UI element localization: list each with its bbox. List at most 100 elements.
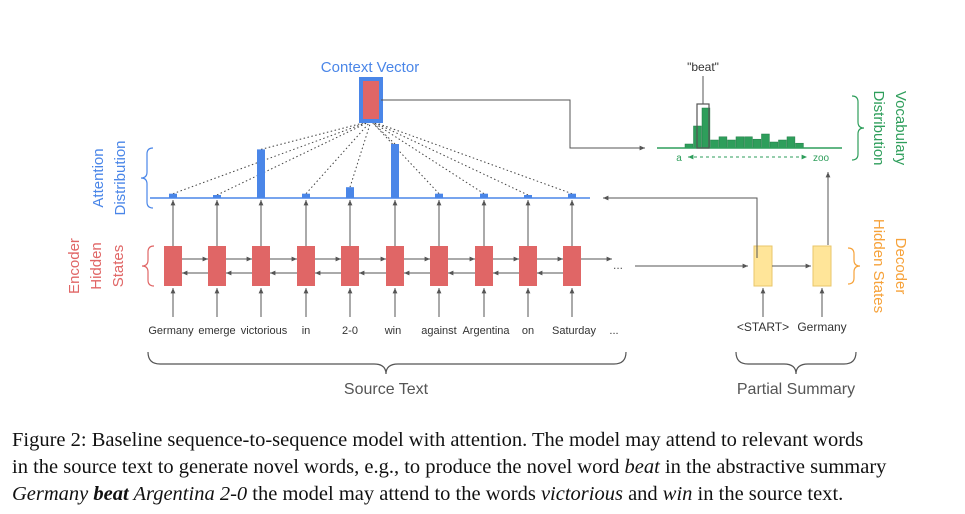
vocab-bar [752,138,762,149]
encoder-cells [164,246,581,286]
caption-germany: Germany [12,483,94,505]
caption-victorious: victorious [540,483,623,505]
summary-word: <START> [737,320,789,334]
context-vector-label: Context Vector [321,59,419,76]
attention-dotted-line [370,120,396,145]
encoder-cell [208,246,226,286]
source-words: Germany emerge victorious in 2-0 win against Ar… [148,325,618,337]
source-word: emerge [198,325,235,337]
caption-text: in the abstractive summary [659,456,887,478]
attention-dotted-lines [172,120,573,196]
attention-bar [524,195,532,198]
caption-argentina: Argentina 2-0 [128,483,248,505]
figure-caption: Figure 2: Baseline sequence-to-sequence … [12,427,962,508]
vocab-bar [744,136,753,149]
encoder-cell [386,246,404,286]
encoder-cell [297,246,315,286]
attention-bar [435,193,443,198]
attention-bar [480,193,488,198]
attention-dotted-line [370,120,573,195]
attention-brace [140,147,154,209]
source-word: Germany [148,325,194,337]
attention-dotted-line [305,120,372,195]
vocab-brace [851,95,865,161]
decoder-group: <START> Germany [737,245,847,334]
attention-bar [568,193,576,198]
source-text-label: Source Text [344,381,429,398]
encoder-ellipsis: ... [613,258,623,272]
encoder-cell [475,246,493,286]
encoder-cell [563,246,581,286]
attention-dotted-line [349,120,372,188]
caption-text: the model may attend to the words [247,483,541,505]
partial-summary-brace [735,351,857,375]
source-word: Saturday [552,325,597,337]
caption-text: and [622,483,663,505]
attention-label-1: Attention [90,148,107,207]
source-word: against [421,325,456,337]
vocab-bar [761,133,770,149]
attention-dotted-line [216,120,372,196]
vocab-bar [710,139,719,149]
caption-beat: beat [624,456,660,478]
attention-dotted-line [260,120,372,150]
context-vector-cell [359,77,383,123]
vocab-bar [786,136,796,149]
decoder-cell [812,245,832,287]
encoder-label-3: States [110,245,127,288]
decoder-brace [847,247,861,285]
vocab-bar [778,139,787,149]
encoder-cell [519,246,537,286]
decoder-to-attention-arrow [603,195,758,258]
attention-bar [169,193,177,198]
caption-line-2: in the source text to generate novel wor… [12,454,962,481]
vocab-bar [718,136,728,149]
caption-text: in the source text to generate novel wor… [12,456,625,478]
context-to-vocab-arrow [381,99,645,151]
source-word: 2-0 [342,325,358,337]
vocab-bar [727,139,736,149]
encoder-arrows [170,200,612,317]
encoder-cell [341,246,359,286]
attention-bar [391,144,399,198]
vocab-dist-label-1: Vocabulary [892,91,909,166]
attention-bar [257,149,265,198]
vocab-bar [769,141,779,149]
caption-win: win [662,483,693,505]
source-word: win [384,325,402,337]
encoder-label-2: Hidden [88,242,105,290]
attention-bars [169,144,576,198]
caption-line-3: Germany beat Argentina 2-0 the model may… [12,481,962,508]
caption-line-1: Figure 2: Baseline sequence-to-sequence … [12,429,864,451]
attention-dotted-line [172,120,372,195]
source-word: Argentina [462,325,510,337]
attention-dotted-line [370,120,529,196]
partial-summary-label: Partial Summary [737,381,855,398]
seq2seq-attention-diagram: Germany emerge victorious in 2-0 win against Ar… [66,59,909,398]
vocab-bar [735,136,745,149]
attention-bar [346,187,354,198]
attention-bar [302,193,310,198]
attention-dotted-line [370,120,485,195]
beat-label: "beat" [687,60,719,74]
vocab-dist-label-2: Distribution [870,90,887,165]
decoder-label-1: Decoder [892,238,909,295]
encoder-cell [430,246,448,286]
vocab-start-label: a [676,153,682,164]
encoder-cell [164,246,182,286]
source-word: ... [609,325,618,337]
caption-beat-bold: beat [93,483,129,505]
source-word: victorious [241,325,288,337]
encoder-brace [141,245,155,287]
vocab-end-label: zoo [813,153,830,164]
source-text-brace [147,351,627,375]
encoder-label-1: Encoder [66,238,83,294]
vocab-bars [684,107,804,149]
attention-bar [213,195,221,198]
attention-label-2: Distribution [112,140,129,215]
decoder-label-2: Hidden States [870,219,887,313]
encoder-cell [252,246,270,286]
summary-word: Germany [797,320,846,334]
source-word: in [302,325,311,337]
caption-text: in the source text. [692,483,844,505]
